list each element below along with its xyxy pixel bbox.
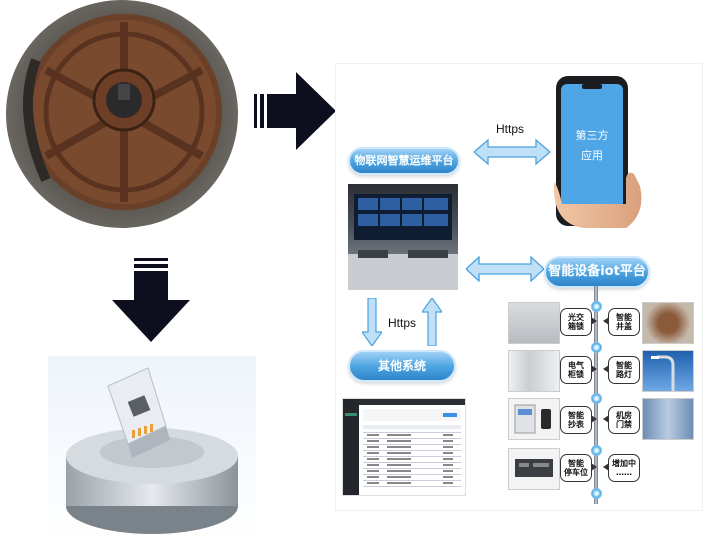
device-label-smart-streetlight: 智能 路灯	[603, 356, 640, 384]
manhole-cover-illustration	[23, 14, 222, 210]
https-label-top: Https	[496, 122, 525, 136]
smart-device-iot-platform-label: 智能设备iot平台	[544, 256, 650, 288]
streetlight-illustration	[651, 355, 675, 391]
admin-table-illustration	[343, 399, 465, 495]
smart-parking-photo	[508, 448, 560, 490]
smart-lock-illustration	[66, 367, 238, 534]
smart-manhole-photo	[642, 302, 694, 344]
connector-node	[591, 342, 602, 353]
smartphone-icon	[554, 76, 642, 228]
smart-streetlight-photo	[642, 350, 694, 392]
device-label-optical-box-lock: 光交 箱锁	[560, 308, 597, 336]
smart-meter-photo	[508, 398, 560, 440]
device-label-smart-manhole: 智能 井盖	[603, 308, 640, 336]
connector-node	[591, 393, 602, 404]
device-label-electric-cabinet-lock: 电气 柜锁	[560, 356, 597, 384]
bidirectional-arrow-middle-icon	[466, 256, 544, 282]
connector-node	[591, 445, 602, 456]
third-party-app-label-line1: 第三方	[575, 129, 609, 142]
device-label-smart-meter: 智能 抄表	[560, 406, 597, 434]
smart-parking-illustration	[515, 459, 553, 477]
smart-meter-illustration	[514, 404, 551, 434]
device-label-more-coming: 增加中 ……	[603, 454, 640, 482]
electric-cabinet-lock-photo	[508, 350, 560, 392]
manhole-cover-photo	[6, 0, 238, 228]
https-label-side: Https	[388, 316, 417, 330]
third-party-app-label-line2: 应用	[581, 149, 603, 162]
other-systems-label: 其他系统	[348, 350, 456, 382]
down-arrow-small-icon	[362, 298, 382, 346]
bidirectional-arrow-top-icon	[474, 138, 550, 166]
device-label-server-room-access: 机房 门禁	[603, 406, 640, 434]
iot-ops-platform-label: 物联网智慧运维平台	[348, 147, 460, 175]
connector-node	[591, 488, 602, 499]
right-arrow-icon	[254, 72, 336, 150]
control-room-photo	[348, 184, 458, 290]
control-room-illustration	[348, 194, 458, 290]
smart-lock-device-render	[48, 356, 256, 542]
admin-table-screenshot	[342, 398, 466, 496]
connector-node	[591, 301, 602, 312]
optical-box-lock-photo	[508, 302, 560, 344]
device-label-smart-parking: 智能 停车位	[560, 454, 597, 482]
up-arrow-small-icon	[422, 298, 442, 346]
down-arrow-icon	[112, 258, 190, 342]
platform-diagram-panel: 物联网智慧运维平台 Https 第三方 应用	[336, 64, 702, 510]
server-room-photo	[642, 398, 694, 440]
